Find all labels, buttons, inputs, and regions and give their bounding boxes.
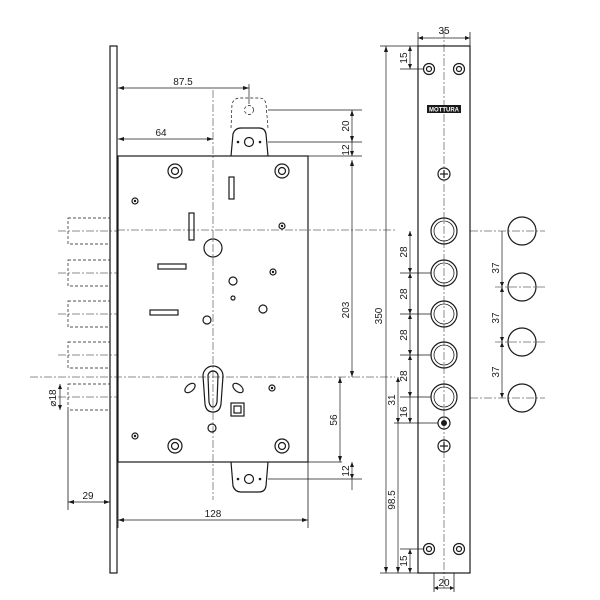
front-plate-side [109,45,118,574]
extended-bolt-positions [470,216,545,413]
faceplate-screw [452,542,466,556]
dimension-12-bottom: 12 [268,462,362,490]
dimension-top-offsets: 20 12 [268,109,362,157]
dim-56-label: 56 [329,414,340,426]
faceplate-screw [422,542,436,556]
dim-20-top-label: 20 [341,120,352,132]
case-centerlines [30,90,395,500]
dim-98-5-label: 98.5 [387,490,398,510]
dim-16-label: 16 [399,406,410,418]
dim-64-label: 64 [155,128,167,139]
brand-badge [427,105,461,113]
corner-screw [167,438,183,454]
dim-15-bottom-label: 15 [399,555,410,567]
dim-20-bottom-label: 20 [438,578,450,589]
deadbolt [58,341,118,369]
dimension-29: 29 [67,410,110,510]
dim-29-label: 29 [82,491,94,502]
deadbolt [58,259,118,287]
bolt-head [430,217,458,245]
dimension-15-bottom: 15 [399,548,424,573]
dim-28-label: 28 [399,246,410,258]
dim-28-label: 28 [399,370,410,382]
dim-350-label: 350 [374,307,385,324]
dimension-37-chain: 37 37 37 [491,231,504,398]
dimension-87-5: 87.5 [118,77,250,104]
plus-screw-icon [437,439,451,453]
corner-screw [274,438,290,454]
brand-label: MOTTURA [429,108,460,114]
dim-12-top-label: 12 [341,144,352,156]
dim-12-bottom-label: 12 [341,465,352,477]
dim-37-label: 37 [491,262,502,274]
dim-31-label: 31 [387,394,398,406]
faceplate-front: MOTTURA [417,30,471,590]
dim-35-label: 35 [438,26,450,37]
dimension-128: 128 [117,462,309,528]
bottom-mounting-tab [230,461,269,493]
dimension-diameter-18: ⌀18 [48,384,62,410]
dimension-31-16: 31 16 [387,377,438,424]
faceplate-screw [452,62,466,76]
dimension-56: 56 [268,377,342,463]
dim-128-label: 128 [205,509,222,520]
dim-87-5-label: 87.5 [173,77,193,88]
dimension-15-top: 15 [399,46,424,70]
dimension-20-bottom: 20 [433,573,455,592]
dim-18-label: ⌀18 [48,389,59,407]
dimension-35: 35 [417,26,471,46]
dim-28-label: 28 [399,288,410,300]
dimension-98-5: 98.5 [387,423,400,573]
deadbolt [58,217,118,245]
case-internal-features [131,163,290,454]
dimension-64: 64 [118,128,213,141]
dim-203-label: 203 [341,301,352,318]
deadbolt [58,300,118,328]
deadbolt [58,383,118,411]
deadbolts-group [58,217,118,411]
dim-37-label: 37 [491,312,502,324]
dimension-203: 203 [341,160,354,377]
plus-screw-icon [437,167,451,181]
dimension-28-chain: 28 28 28 28 [399,231,431,398]
faceplate-screw [422,62,436,76]
dim-28-label: 28 [399,329,410,341]
dim-15-top-label: 15 [399,52,410,64]
dim-37-label: 37 [491,366,502,378]
top-mounting-tab [230,97,269,157]
corner-screw [167,163,183,179]
corner-screw [274,163,290,179]
dimension-350: 350 [374,45,418,574]
